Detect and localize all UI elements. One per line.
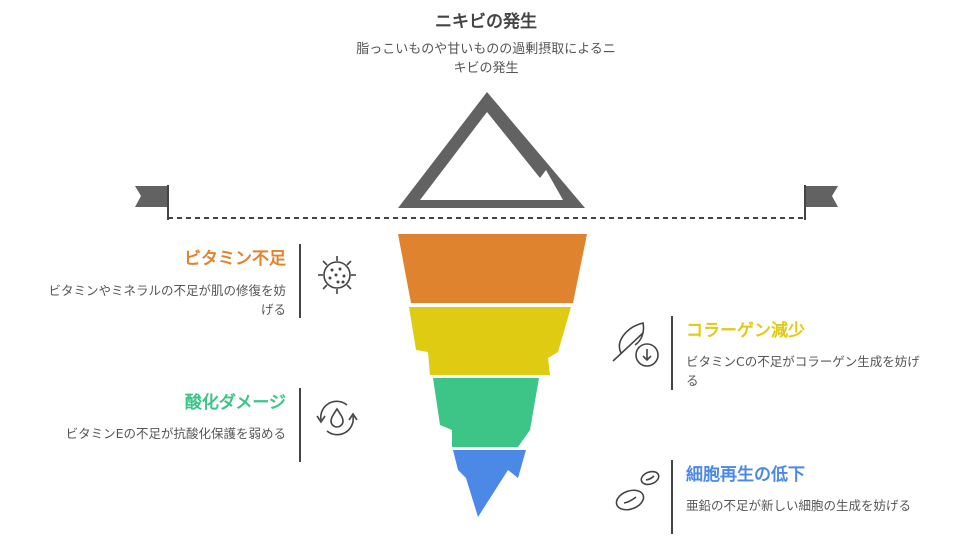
leaf-down-icon — [612, 322, 659, 367]
left-flag-icon — [135, 185, 169, 220]
layer-vitamin-deficiency — [398, 234, 587, 303]
bacteria-icon — [318, 256, 356, 294]
divider — [671, 460, 673, 534]
layer-cell-regeneration — [453, 450, 526, 517]
divider — [299, 244, 301, 318]
item-heading-vitamin: ビタミン不足 — [184, 249, 286, 269]
item-heading-collagen: コラーゲン減少 — [686, 321, 805, 341]
diagram-subtitle: 脂っこいものや甘いものの過剰摂取によるニキビの発生 — [356, 42, 616, 76]
item-desc-collagen: ビタミンCの不足がコラーゲン生成を妨げる — [686, 354, 920, 388]
item-desc-cell: 亜鉛の不足が新しい細胞の生成を妨げる — [686, 498, 912, 513]
layer-oxidative-damage — [433, 378, 539, 447]
item-desc-vitamin: ビタミンやミネラルの不足が肌の修復を妨げる — [48, 283, 286, 317]
cells-icon — [615, 470, 660, 511]
drop-cycle-icon — [316, 400, 358, 436]
item-heading-oxidative: 酸化ダメージ — [184, 393, 286, 413]
layer-collagen-decrease — [409, 307, 571, 375]
divider — [671, 316, 673, 390]
diagram-title: ニキビの発生 — [435, 12, 537, 32]
right-flag-icon — [804, 185, 838, 220]
item-desc-oxidative: ビタミンEの不足が抗酸化保護を弱める — [65, 426, 286, 441]
item-heading-cell: 細胞再生の低下 — [686, 465, 805, 485]
divider — [299, 388, 301, 462]
